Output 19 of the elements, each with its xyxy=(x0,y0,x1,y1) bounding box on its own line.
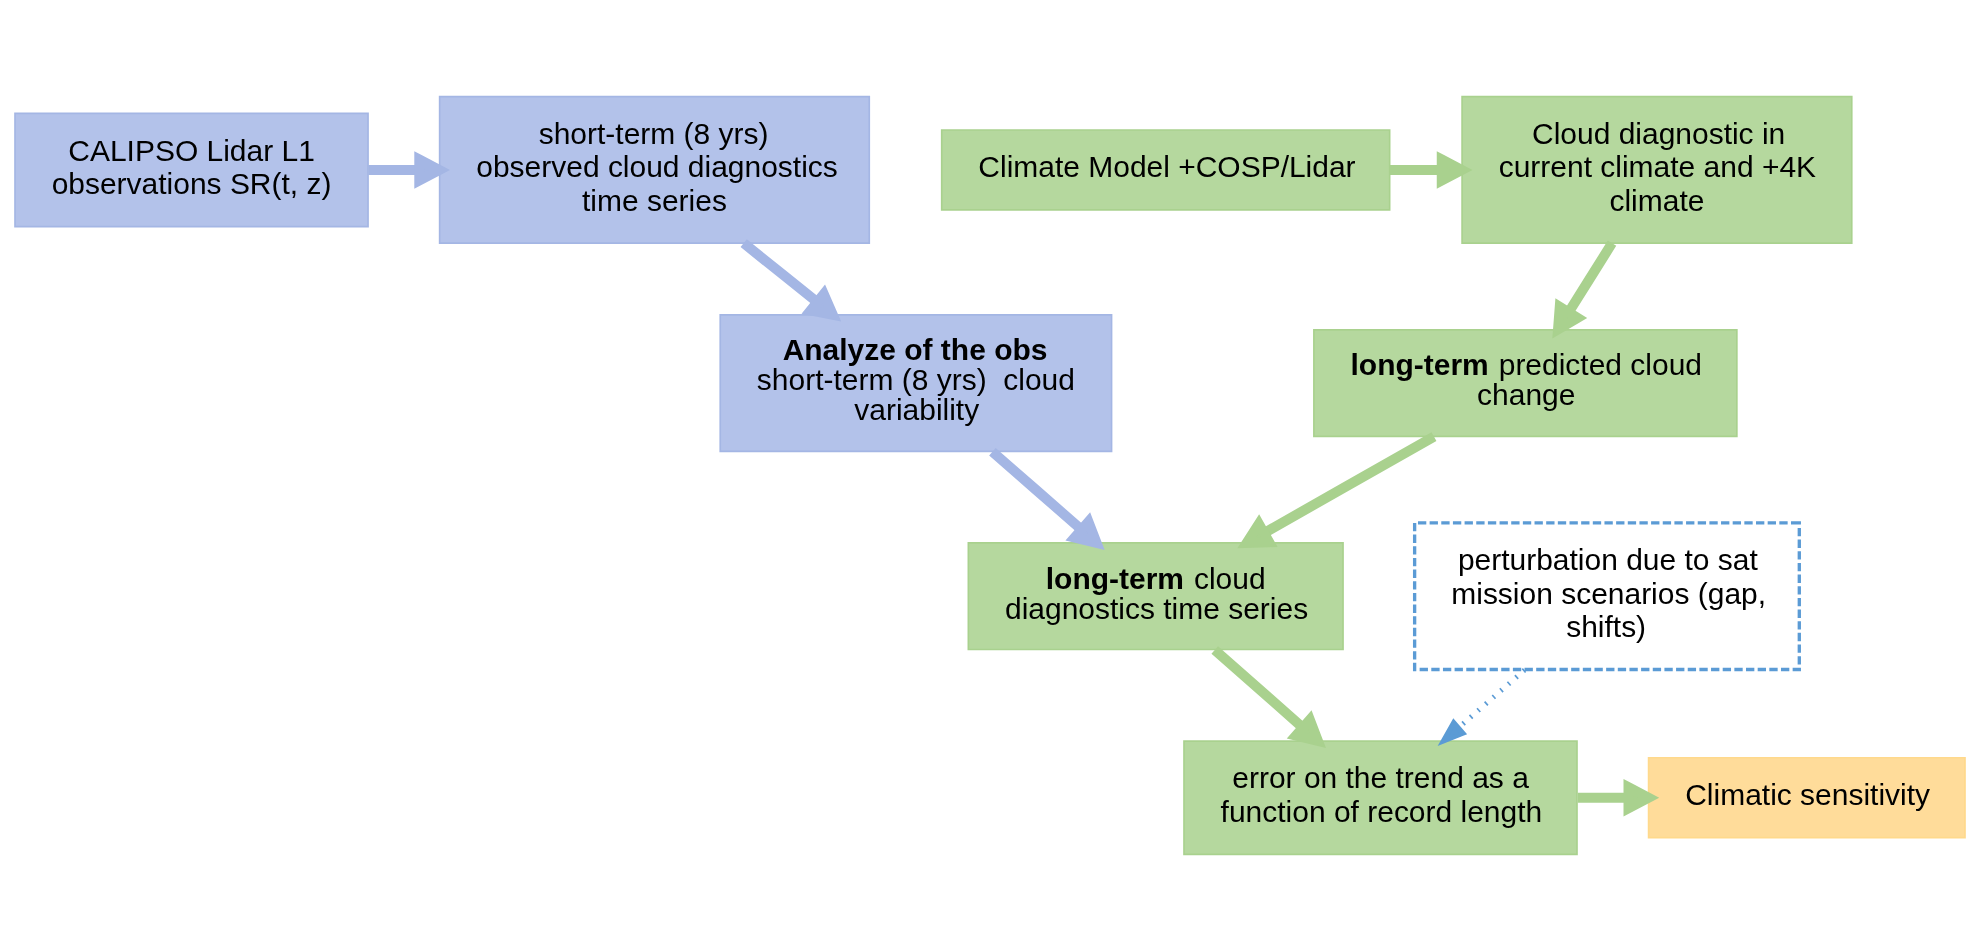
node-box: error on the trend as a function of record length xyxy=(1183,739,1578,855)
node-box: perturbation due to sat mission scenarios (gap, shifts) xyxy=(1412,520,1801,671)
node-box: CALIPSO Lidar L1 observations SR(t, z) xyxy=(14,111,369,227)
arrow xyxy=(1237,431,1437,548)
arrow xyxy=(1389,150,1473,189)
node-box: Climatic sensitivity xyxy=(1647,756,1966,839)
arrow xyxy=(1437,667,1527,746)
node-box: Analyze of the obs short-term (8 yrs) cloud variability xyxy=(719,313,1113,452)
arrow xyxy=(1552,240,1617,338)
node-box: long-term predicted cloud change xyxy=(1313,328,1738,437)
node-box: Cloud diagnostic in current climate and +4K climate xyxy=(1461,95,1853,244)
arrow xyxy=(1577,778,1660,816)
node-box: Climate Model +COSP/Lidar xyxy=(940,128,1391,211)
node-box: long-term cloud diagnostics time series xyxy=(967,541,1344,650)
arrow xyxy=(1211,645,1326,748)
arrow xyxy=(740,238,842,321)
node-box: short-term (8 yrs) observed cloud diagnostics time series xyxy=(438,95,871,244)
arrow xyxy=(989,447,1105,550)
arrow xyxy=(368,150,451,189)
